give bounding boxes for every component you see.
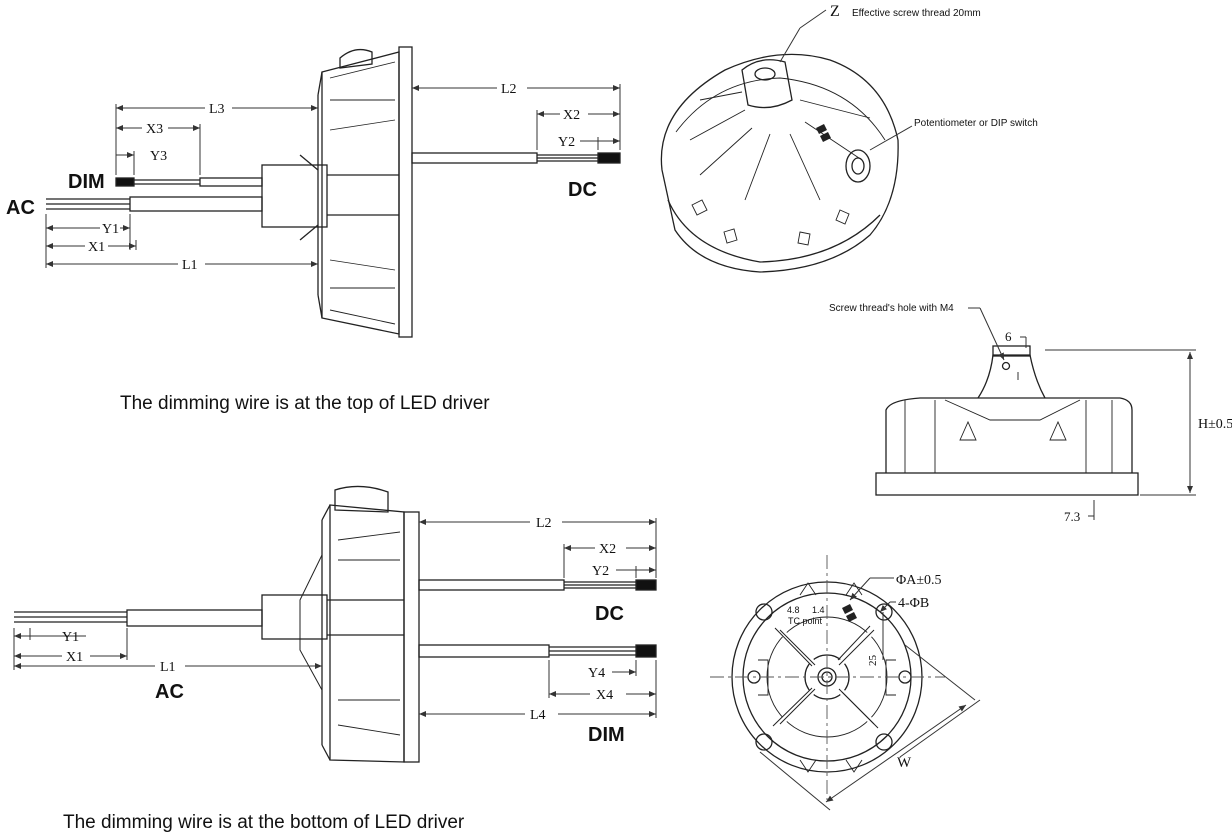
elevation-base	[875, 472, 1139, 496]
top-dc-jacket	[411, 152, 538, 164]
bottom-dc-strip	[635, 579, 657, 591]
thread-note: Effective screw thread 20mm	[852, 8, 981, 19]
screw-hole-note: Screw thread's hole with M4	[829, 303, 954, 314]
elevation-boss	[977, 354, 1046, 399]
label-l4: L4	[530, 708, 546, 723]
label-l2: L2	[501, 82, 517, 97]
bottom-dim-jacket	[418, 644, 550, 658]
mount-hole-3	[755, 733, 773, 751]
mount-hole-4	[875, 733, 893, 751]
housing-outline	[660, 53, 899, 273]
label-x2: X2	[563, 108, 580, 123]
top-flange	[398, 46, 413, 338]
label-x3: X3	[146, 122, 163, 137]
mount-hole-1	[755, 603, 773, 621]
label-dc-top: DC	[568, 179, 597, 201]
label-l3: L3	[209, 102, 225, 117]
top-dimension-labels: L2 X2 Y2 L3 X3 Y3 Y1 X1 L1	[88, 82, 580, 273]
perspective-view	[660, 53, 899, 273]
top-housing	[321, 51, 400, 335]
bottom-flange	[403, 511, 420, 763]
potentiometer	[845, 149, 871, 183]
label-y1-bottom: Y1	[62, 630, 79, 645]
label-l1: L1	[182, 258, 198, 273]
dim-w: W	[897, 755, 912, 771]
label-l1-bottom: L1	[160, 660, 176, 675]
bottom-ac-jacket	[126, 609, 263, 627]
top-dimensions	[45, 84, 621, 268]
label-z: Z	[830, 3, 840, 20]
bottom-dc-jacket	[418, 579, 565, 591]
label-l2-bottom: L2	[536, 516, 552, 531]
label-dim-top: DIM	[68, 171, 105, 193]
tc-point-note: TC point	[788, 616, 823, 626]
bottom-dimensions	[13, 518, 657, 718]
top-hub	[261, 164, 328, 228]
side-elevation	[875, 345, 1139, 496]
plan-dimensions	[759, 577, 981, 811]
bottom-dimension-labels: L2 X2 Y2 Y4 X4 L4 Y1 X1 L1	[62, 516, 616, 723]
label-dim-bottom: DIM	[588, 724, 625, 746]
caption-top: The dimming wire is at the top of LED dr…	[120, 393, 490, 414]
label-y2: Y2	[558, 135, 575, 150]
dim-7-3: 7.3	[1064, 509, 1080, 524]
top-dim-jacket	[199, 177, 263, 187]
label-x4: X4	[596, 688, 613, 703]
top-cap	[339, 48, 373, 69]
dim-6: 6	[1005, 329, 1012, 344]
mount-hole-2	[875, 603, 893, 621]
label-y2-bottom: Y2	[592, 564, 609, 579]
potentiometer-note: Potentiometer or DIP switch	[914, 118, 1038, 129]
label-x2-bottom: X2	[599, 542, 616, 557]
label-dc-bottom: DC	[595, 603, 624, 625]
dim-4-8: 4.8	[787, 605, 800, 615]
top-ac-jacket	[129, 196, 263, 212]
top-side-view	[46, 46, 621, 338]
bottom-dim-strip	[635, 644, 657, 658]
perspective-annotations	[779, 9, 913, 151]
label-x1: X1	[88, 240, 105, 255]
dim-1-4: 1.4	[812, 605, 825, 615]
elevation-body	[885, 397, 1133, 473]
bottom-hub	[261, 594, 328, 640]
dim-height: H±0.5	[1198, 417, 1232, 432]
caption-bottom: The dimming wire is at the bottom of LED…	[63, 812, 465, 833]
bottom-cap	[334, 485, 389, 513]
dim-phi-b: 4-ΦB	[898, 596, 929, 611]
bottom-housing	[329, 504, 405, 763]
label-ac-bottom: AC	[155, 681, 184, 703]
dim-25: 25	[867, 655, 879, 667]
top-dim-strip	[115, 177, 135, 187]
bottom-side-view	[14, 485, 657, 763]
thread-boss	[741, 59, 793, 109]
top-dc-strip	[597, 152, 621, 164]
label-ac-top: AC	[6, 197, 35, 219]
elevation-dimensions	[968, 307, 1196, 520]
label-y3: Y3	[150, 149, 167, 164]
label-x1-bottom: X1	[66, 650, 83, 665]
label-y4: Y4	[588, 666, 605, 681]
dim-phi-a: ΦA±0.5	[896, 573, 942, 588]
label-y1: Y1	[102, 222, 119, 237]
